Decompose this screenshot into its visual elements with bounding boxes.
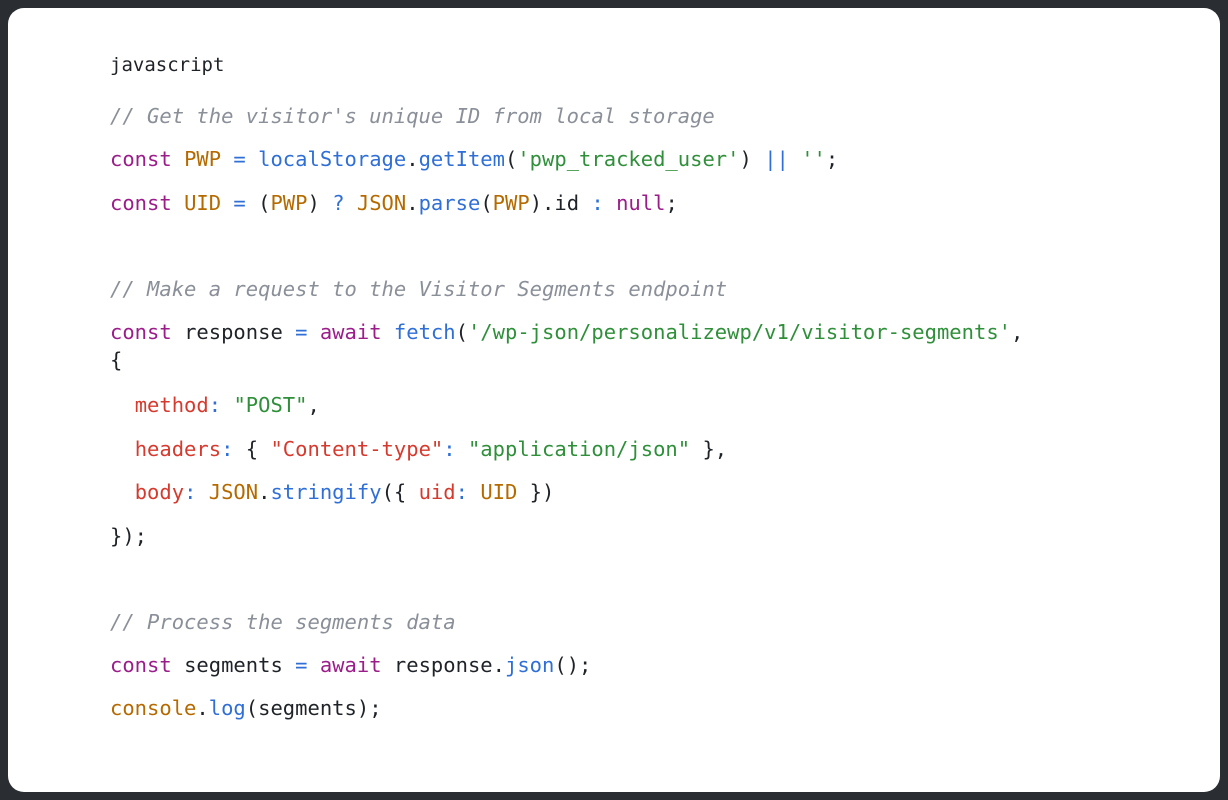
code-snippet-card: javascript // Get the visitor's unique I…	[8, 8, 1220, 792]
code-token-punct: (	[480, 191, 493, 215]
code-token-punct: ,	[307, 393, 320, 417]
code-token-func: localStorage	[258, 147, 407, 171]
code-token-keyword: null	[616, 191, 666, 215]
code-token-string: 'pwp_tracked_user'	[517, 147, 740, 171]
code-token-op: ?	[332, 191, 345, 215]
code-token-op: =	[221, 147, 259, 171]
code-token-var: JSON	[208, 480, 259, 504]
code-token-op: :	[455, 480, 468, 504]
code-token-op: =	[221, 191, 259, 215]
code-token-string: '/wp-json/personalizewp/v1/visitor-segme…	[467, 320, 1012, 344]
code-token-var: PWP	[492, 191, 530, 215]
code-token-punct	[221, 393, 233, 417]
code-token-punct: .	[406, 191, 419, 215]
code-line: // Get the visitor's unique ID from loca…	[110, 102, 715, 130]
code-token-punct: ({	[381, 480, 419, 504]
code-block: javascript // Get the visitor's unique I…	[110, 54, 1190, 720]
code-token-var: console	[110, 696, 197, 720]
code-line: body: JSON.stringify({ uid: UID })	[110, 478, 555, 506]
code-token-comment: // Make a request to the Visitor Segment…	[110, 277, 728, 301]
code-line: const UID = (PWP) ? JSON.parse(PWP).id :…	[110, 189, 678, 217]
code-token-punct: response	[184, 320, 283, 344]
code-token-punct: });	[110, 524, 148, 548]
code-token-op: :	[184, 480, 197, 504]
code-token-keyword: const	[110, 147, 185, 171]
code-token-punct: )	[739, 147, 765, 171]
code-token-op: :	[443, 437, 456, 461]
code-token-punct: (segments);	[245, 696, 382, 720]
code-token-prop: method	[134, 393, 209, 417]
code-token-string: ''	[801, 147, 826, 171]
code-token-punct	[789, 147, 801, 171]
code-token-prop: body	[134, 480, 185, 504]
code-token-func: parse	[418, 191, 481, 215]
code-token-comment: // Process the segments data	[110, 610, 456, 634]
code-token-op: =	[282, 320, 320, 344]
code-line: headers: { "Content-type": "application/…	[110, 435, 727, 463]
code-token-punct	[468, 480, 480, 504]
code-token-comment: // Get the visitor's unique ID from loca…	[110, 104, 715, 128]
code-token-op: :	[208, 393, 222, 417]
code-token-var: JSON	[356, 191, 407, 215]
code-token-prop: uid	[418, 480, 456, 504]
code-token-var: UID	[480, 480, 518, 504]
code-line: console.log(segments);	[110, 694, 382, 722]
code-token-punct: .	[258, 480, 271, 504]
code-token-punct: .	[406, 147, 419, 171]
code-token-keyword: await	[319, 320, 394, 344]
code-token-var: UID	[184, 191, 222, 215]
code-token-punct	[196, 480, 208, 504]
code-token-punct: ;	[825, 147, 839, 171]
code-token-op: =	[282, 653, 320, 677]
code-token-punct	[110, 393, 135, 417]
code-token-punct	[456, 437, 468, 461]
code-token-punct	[110, 437, 135, 461]
code-token-func: log	[208, 696, 246, 720]
code-token-var: PWP	[184, 147, 222, 171]
code-token-func: stringify	[270, 480, 382, 504]
code-token-prop: headers	[134, 437, 222, 461]
code-line: method: "POST",	[110, 391, 320, 419]
code-token-keyword: const	[110, 653, 185, 677]
code-token-punct: ,	[1011, 320, 1024, 344]
code-token-punct: ;	[665, 191, 678, 215]
code-token-prop: "Content-type"	[270, 437, 444, 461]
code-token-string: "POST"	[233, 393, 308, 417]
code-token-var: PWP	[270, 191, 308, 215]
code-token-punct: {	[233, 437, 271, 461]
code-token-punct: response.	[393, 653, 505, 677]
code-line: const PWP = localStorage.getItem('pwp_tr…	[110, 145, 838, 173]
code-line: // Process the segments data	[110, 608, 456, 636]
code-line: });	[110, 522, 147, 550]
language-label: javascript	[110, 54, 225, 76]
code-token-punct: ();	[554, 653, 592, 677]
code-token-punct: )	[307, 191, 333, 215]
code-token-punct: ).id	[529, 191, 592, 215]
code-token-op: :	[221, 437, 234, 461]
code-token-op: :	[591, 191, 604, 215]
code-token-keyword: const	[110, 320, 185, 344]
code-line: {	[110, 346, 122, 374]
code-token-punct: (	[455, 320, 468, 344]
code-token-punct	[345, 191, 357, 215]
code-line: const response = await fetch('/wp-json/p…	[110, 318, 1023, 346]
code-token-punct: },	[690, 437, 728, 461]
code-token-string: "application/json"	[467, 437, 691, 461]
code-token-func: fetch	[393, 320, 456, 344]
code-token-keyword: const	[110, 191, 185, 215]
code-token-punct	[604, 191, 616, 215]
code-line: // Make a request to the Visitor Segment…	[110, 275, 727, 303]
code-token-punct: })	[517, 480, 555, 504]
code-token-keyword: await	[319, 653, 394, 677]
code-token-punct: {	[110, 348, 123, 372]
code-token-op: ||	[764, 147, 789, 171]
code-line: const segments = await response.json();	[110, 651, 591, 679]
code-token-punct: (	[504, 147, 518, 171]
code-token-func: getItem	[418, 147, 505, 171]
code-token-func: json	[505, 653, 555, 677]
code-token-punct: segments	[184, 653, 283, 677]
code-token-punct: (	[258, 191, 271, 215]
code-token-punct: .	[196, 696, 209, 720]
code-token-punct	[110, 480, 135, 504]
